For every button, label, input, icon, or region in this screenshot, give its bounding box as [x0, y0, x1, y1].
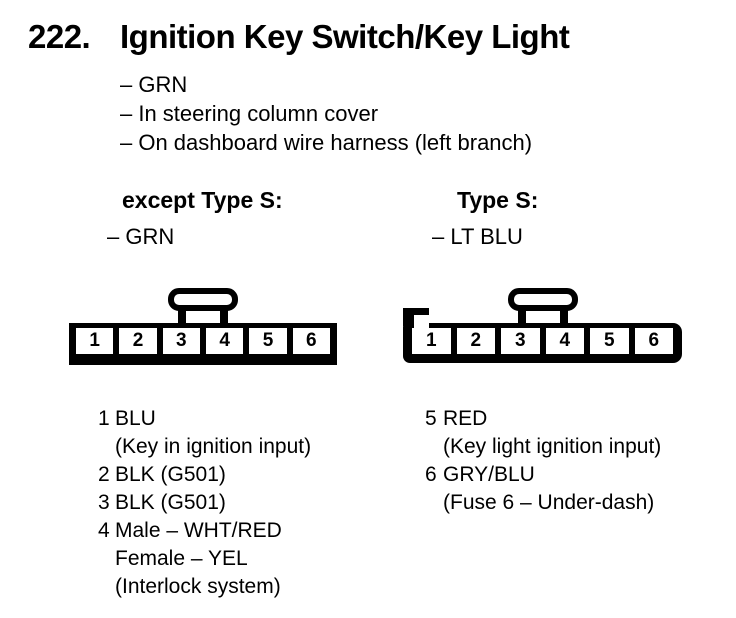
pin-cell: 6	[292, 328, 330, 354]
pin-cell: 3	[501, 328, 540, 354]
pin-text: BLK (G501)	[115, 491, 226, 514]
pin-text: (Interlock system)	[115, 575, 281, 598]
connector-latch-tab	[507, 288, 578, 324]
attribute-line: – In steering column cover	[120, 101, 379, 126]
pin-number: 3	[98, 491, 110, 514]
connector-diagram-except-type-s: 1 2 3 4 5 6	[69, 288, 337, 366]
pin-number: 1	[98, 407, 110, 430]
latch-tab-leg	[559, 305, 568, 324]
pin-text: (Fuse 6 – Under-dash)	[443, 491, 655, 514]
connector-attributes: – GRN – In steering column cover – On da…	[120, 70, 532, 157]
pin-cell: 4	[545, 328, 584, 354]
pin-row: 5 RED	[425, 405, 661, 433]
pin-cell: 5	[249, 328, 287, 354]
pin-text: GRY/BLU	[443, 463, 535, 486]
pin-cell: 3	[162, 328, 200, 354]
pin-cell: 1	[412, 328, 451, 354]
latch-tab-leg	[220, 305, 228, 324]
pin-list-left: 1 BLU (Key in ignition input) 2 BLK (G50…	[98, 405, 311, 601]
pin-cell: 1	[76, 328, 114, 354]
connector-diagram-type-s: 1 2 3 4 5 6	[403, 288, 682, 366]
connector-body: 1 2 3 4 5 6	[403, 323, 682, 363]
pin-text: Male – WHT/RED	[115, 519, 282, 542]
pin-cell: 2	[456, 328, 495, 354]
latch-tab-leg	[178, 305, 186, 324]
attribute-line: – On dashboard wire harness (left branch…	[120, 130, 533, 155]
connector-body: 1 2 3 4 5 6	[69, 323, 337, 365]
attribute-line: – GRN	[120, 72, 188, 97]
pin-row: 1 BLU	[98, 405, 311, 433]
pin-number: 2	[98, 463, 110, 486]
variant-wire-color-left: – GRN	[107, 224, 175, 249]
pin-text: RED	[443, 407, 488, 430]
page-title: Ignition Key Switch/Key Light	[120, 18, 570, 55]
page-title-row: 222. Ignition Key Switch/Key Light	[28, 18, 570, 56]
pin-number	[425, 433, 443, 461]
variant-heading-type-s: Type S:	[457, 187, 539, 213]
pin-text: (Key in ignition input)	[115, 435, 312, 458]
pin-text: Female – YEL	[115, 547, 248, 570]
pin-row: (Fuse 6 – Under-dash)	[425, 489, 661, 517]
pin-cell: 2	[119, 328, 157, 354]
pin-number: 5	[425, 407, 437, 430]
pin-number	[425, 489, 443, 517]
pin-list-right: 5 RED (Key light ignition input) 6 GRY/B…	[425, 405, 661, 517]
pin-row: Female – YEL	[98, 545, 311, 573]
pin-number	[98, 545, 115, 573]
connector-keying-ear-notch	[414, 315, 429, 328]
pin-cell: 4	[205, 328, 244, 354]
pin-row: (Interlock system)	[98, 573, 311, 601]
pin-number: 6	[425, 463, 437, 486]
pin-text: BLU	[115, 407, 156, 430]
pin-text: (Key light ignition input)	[443, 435, 662, 458]
pin-cell: 6	[634, 328, 673, 354]
variant-heading-except-type-s: except Type S:	[122, 187, 283, 213]
pin-text: BLK (G501)	[115, 463, 226, 486]
pin-row: 4 Male – WHT/RED	[98, 517, 311, 545]
pin-row: 6 GRY/BLU	[425, 461, 661, 489]
pin-number	[98, 573, 115, 601]
pin-cell: 5	[590, 328, 629, 354]
latch-tab-leg	[517, 305, 526, 324]
pin-row: (Key light ignition input)	[425, 433, 661, 461]
pin-row: (Key in ignition input)	[98, 433, 311, 461]
pin-number: 4	[98, 519, 110, 542]
section-number: 222.	[28, 18, 91, 55]
pin-number	[98, 433, 115, 461]
pin-row: 2 BLK (G501)	[98, 461, 311, 489]
pin-row: 3 BLK (G501)	[98, 489, 311, 517]
connector-latch-tab	[168, 288, 238, 324]
variant-wire-color-right: – LT BLU	[432, 224, 523, 249]
